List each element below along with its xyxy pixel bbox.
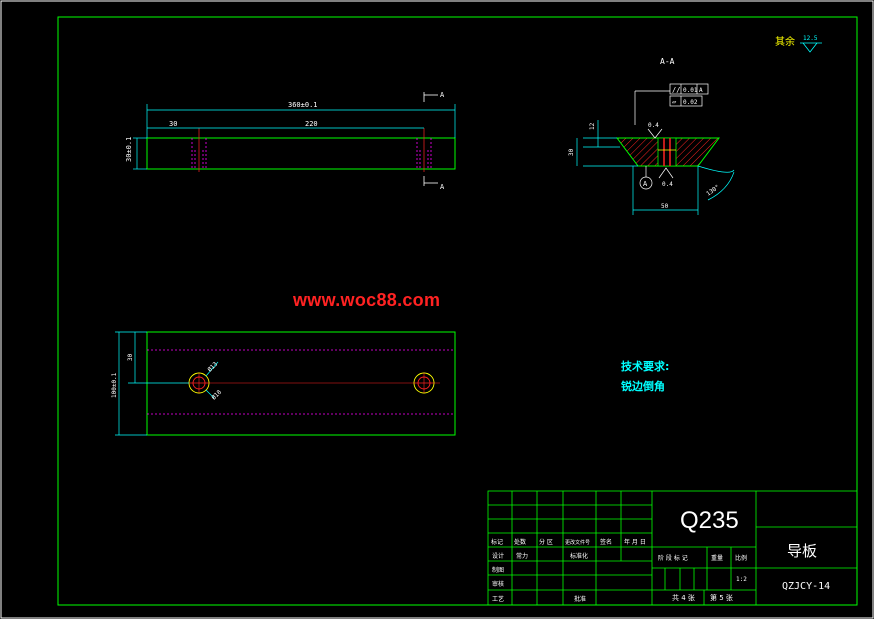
- tech-req-line1: 锐边倒角: [621, 379, 665, 393]
- scale-value: 1:2: [736, 576, 747, 583]
- surface-note-label: 其余: [775, 35, 795, 48]
- sheet-total: 共 4 张: [672, 593, 695, 602]
- approve-label: 批准: [574, 595, 586, 603]
- row-label-draw: 制图: [492, 566, 504, 574]
- front-view-outline: [146, 137, 456, 170]
- header-3: 更改文件号: [565, 539, 590, 546]
- tol-frame-1-sym: //: [672, 86, 680, 94]
- section-mark-bottom: A: [440, 183, 445, 191]
- header-4: 签名: [600, 538, 612, 546]
- sheet-number: 第 5 张: [710, 593, 733, 602]
- stage-label: 阶 段 标 记: [658, 554, 688, 562]
- front-height-dim: 30±0.1: [125, 137, 133, 162]
- drawing-number: QZJCY-14: [782, 581, 830, 592]
- section-dim-top: 12: [589, 122, 596, 130]
- row-label-process: 工艺: [492, 595, 504, 603]
- datum-label: A: [643, 180, 648, 188]
- section-dim-angle: 130°: [705, 184, 721, 198]
- header-0: 标记: [491, 538, 503, 546]
- plan-view: Ø13 Ø18 100±0.1 30: [111, 331, 456, 436]
- plan-view-outline: [146, 331, 456, 436]
- scale-label: 比例: [735, 554, 747, 562]
- designer-name: 常力: [516, 552, 528, 560]
- header-2: 分 区: [539, 538, 553, 546]
- plan-hole-dim-2: Ø18: [210, 389, 223, 402]
- tol-frame-1-datum: A: [699, 87, 703, 94]
- section-view: A-A // 0.01 A ▱ 0.02 0.4 0.4 A: [568, 57, 735, 215]
- hole-right: [413, 372, 435, 394]
- header-1: 处数: [514, 538, 526, 546]
- roughness-2: 0.4: [662, 181, 673, 188]
- tech-req-title: 技术要求:: [621, 359, 669, 373]
- section-mark-top: A: [440, 91, 445, 99]
- front-view: 360±0.1 30 220 30±0.1 A A: [125, 91, 456, 191]
- roughness-symbol-icon: [800, 42, 822, 53]
- section-title: A-A: [660, 57, 675, 66]
- front-overall-dim: 360±0.1: [288, 101, 318, 109]
- inner-frame: [57, 16, 858, 606]
- header-5: 年 月 日: [624, 538, 646, 546]
- front-hole-spacing-dim: 220: [305, 120, 318, 128]
- surface-note-value: 12.5: [803, 35, 818, 42]
- tol-frame-1-val: 0.01: [683, 87, 698, 94]
- material: Q235: [680, 507, 739, 534]
- weight-label: 重量: [711, 554, 723, 562]
- section-dim-width: 50: [661, 203, 669, 210]
- section-dim-height: 30: [568, 148, 575, 156]
- roughness-1: 0.4: [648, 122, 659, 129]
- row-label-check: 审核: [492, 580, 504, 588]
- front-offset-dim: 30: [169, 120, 177, 128]
- tol-frame-2-sym: ▱: [672, 98, 677, 106]
- std-label: 标准化: [570, 552, 588, 560]
- title-block: [487, 490, 858, 606]
- tol-frame-2-val: 0.02: [683, 99, 698, 106]
- part-name: 导板: [787, 542, 817, 560]
- plan-width-dim: 100±0.1: [111, 372, 118, 398]
- row-label-design: 设计: [492, 552, 504, 560]
- watermark: www.woc88.com: [293, 290, 441, 310]
- plan-edge-dim: 30: [127, 353, 134, 361]
